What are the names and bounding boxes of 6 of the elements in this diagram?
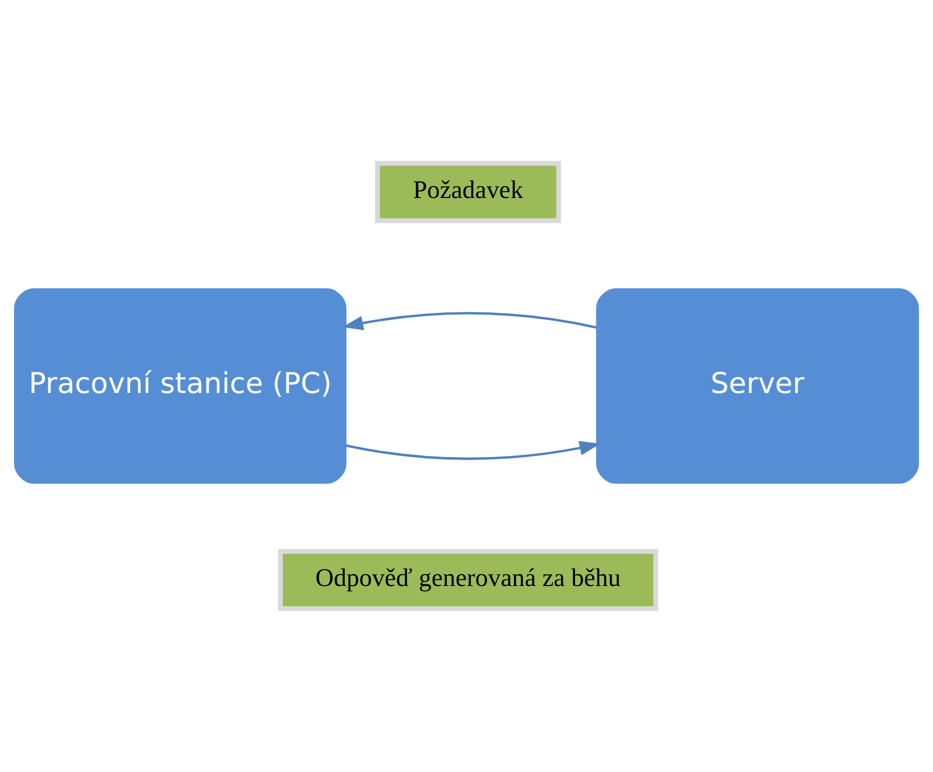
node-box: Server	[596, 288, 919, 484]
arrow	[346, 440, 600, 460]
arrow	[342, 312, 597, 330]
node-box: Pracovní stanice (PC)	[14, 288, 346, 484]
node-box: Odpověď generovaná za běhu	[278, 549, 658, 612]
node-box: Požadavek	[375, 160, 562, 223]
